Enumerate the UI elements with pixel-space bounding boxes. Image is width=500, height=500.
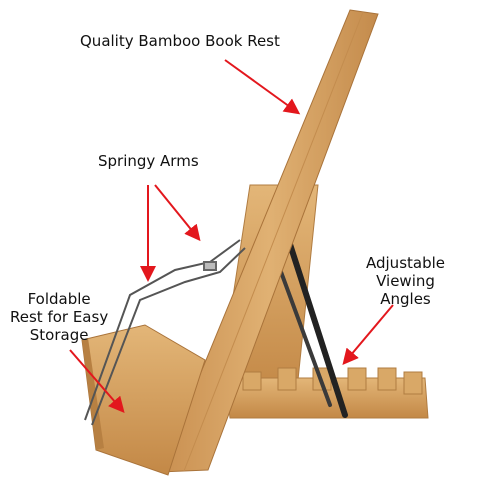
label-foldable-line-2: Rest for Easy — [10, 308, 109, 326]
label-angles-line-3: Angles — [380, 290, 431, 308]
arrow-foldable — [69, 349, 125, 414]
arrow-quality — [224, 59, 301, 115]
label-adjustable-angles: Adjustable Viewing Angles — [366, 254, 445, 308]
annotation-arrows — [69, 59, 394, 414]
arrow-angles — [342, 304, 394, 366]
label-angles-line-1: Adjustable — [366, 254, 445, 272]
main-board — [159, 9, 379, 473]
label-quality-bamboo: Quality Bamboo Book Rest — [80, 32, 280, 50]
label-springy-arms: Springy Arms — [98, 152, 199, 170]
springy-arms — [84, 239, 246, 426]
label-foldable-line-3: Storage — [29, 326, 89, 344]
arrow-arms-right — [154, 184, 201, 242]
front-ledge — [81, 324, 206, 476]
label-angles-line-2: Viewing — [376, 272, 435, 290]
label-foldable-rest: Foldable Rest for Easy Storage — [10, 290, 108, 344]
label-foldable-line-1: Foldable — [27, 290, 91, 308]
